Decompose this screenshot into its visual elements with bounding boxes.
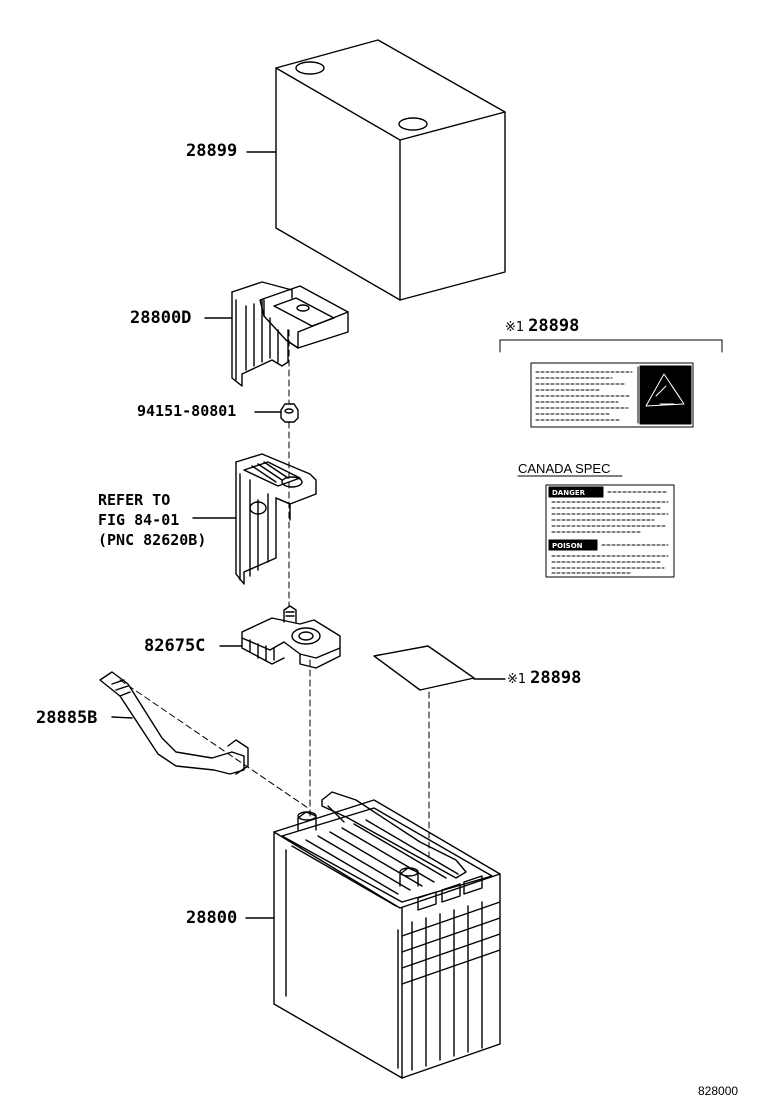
part-number-clamp: 82675C [144, 636, 206, 656]
label-sticker [373, 645, 506, 691]
assembly-lines [119, 329, 430, 859]
part-number-battery: 28800 [186, 908, 238, 928]
note-mark: ※1 [505, 320, 525, 335]
refer-line-3: (PNC 82620B) [98, 531, 207, 549]
canada-danger-label: DANGER POISON [517, 475, 675, 578]
part-number-cover: 28899 [186, 141, 238, 161]
part-number-label-group: 28898 [528, 316, 580, 336]
refer-line-1: REFER TO [98, 491, 171, 509]
part-number-label: 28898 [530, 668, 582, 688]
figure-id: 828000 [698, 1084, 739, 1098]
battery-cover [246, 39, 506, 301]
terminal-cable [99, 671, 249, 775]
refer-line-2: FIG 84-01 [98, 511, 180, 529]
canada-spec-heading: CANADA SPEC [518, 461, 611, 476]
note-mark: ※1 [507, 672, 527, 687]
poison-tag: POISON [552, 542, 583, 550]
label-group-bracket [499, 339, 723, 353]
refer-note: REFER TO FIG 84-01 (PNC 82620B) [98, 490, 206, 550]
terminal-cover [204, 281, 349, 387]
battery-clamp [219, 605, 341, 669]
part-number-cable: 28885B [36, 708, 98, 728]
part-number-terminal-cover: 28800D [130, 308, 192, 328]
part-number-nut: 94151-80801 [137, 402, 237, 420]
nut [254, 403, 299, 423]
fuse-block [192, 453, 317, 585]
battery [245, 791, 501, 1079]
recycle-label [530, 362, 694, 428]
danger-tag: DANGER [552, 489, 586, 497]
